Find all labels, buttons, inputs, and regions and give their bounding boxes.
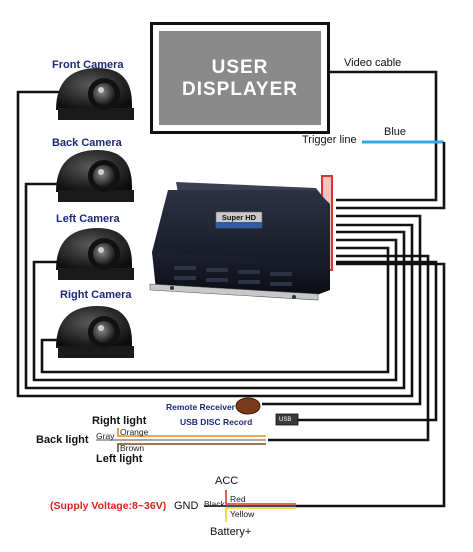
usb-disc-record-label: USB DISC Record	[180, 417, 253, 427]
video-cable	[330, 70, 438, 202]
dvr-unit: Super HD	[149, 182, 330, 301]
back-camera-label: Back Camera	[52, 137, 122, 149]
gray-wire-label: Gray	[96, 431, 115, 441]
display-title-line2: DISPLAYER	[182, 79, 298, 100]
remote-receiver-label: Remote Receiver	[166, 402, 235, 412]
left-camera-cable	[32, 238, 398, 382]
camera-cables	[16, 90, 414, 398]
usb-plug	[275, 413, 299, 426]
left-camera-label: Left Camera	[56, 213, 120, 225]
brown-wire-label: Brown	[120, 443, 145, 453]
back-light-label: Back light	[36, 434, 89, 446]
front-camera-cable	[16, 90, 414, 398]
gnd-label: GND	[174, 500, 199, 512]
back-camera	[56, 150, 134, 202]
display-screen: USER DISPLAYER	[159, 31, 321, 125]
supply-voltage-label: (Supply Voltage:8~36V)	[50, 500, 167, 512]
red-wire-label: Red	[230, 494, 246, 504]
right-camera-cable	[40, 246, 390, 374]
trigger-line-black	[336, 142, 446, 210]
usb-cable	[296, 260, 438, 422]
dvr-brand: Super HD	[222, 213, 257, 222]
battery-label: Battery+	[210, 526, 252, 538]
acc-label: ACC	[215, 475, 239, 487]
usb-tag: USB	[279, 417, 292, 423]
orange-wire-label: Orange	[120, 427, 149, 437]
left-light-label: Left light	[96, 453, 143, 465]
display-title-line1: USER	[211, 57, 269, 78]
yellow-wire-label: Yellow	[230, 509, 255, 519]
right-camera-label: Right Camera	[60, 289, 132, 301]
trigger-line-label: Trigger line	[302, 134, 357, 146]
light-wires	[96, 428, 266, 452]
front-camera-label: Front Camera	[52, 59, 124, 71]
remote-receiver	[235, 397, 261, 415]
front-camera	[56, 68, 134, 120]
video-cable-label: Video cable	[344, 57, 402, 69]
blue-wire-label: Blue	[384, 126, 407, 138]
back-camera-cable	[24, 182, 406, 390]
user-displayer: USER DISPLAYER	[150, 22, 330, 134]
right-light-label: Right light	[92, 415, 147, 427]
power-wires	[204, 490, 296, 522]
power-cable-bundle	[262, 214, 446, 508]
black-wire-label: Black	[204, 499, 225, 509]
right-camera	[56, 306, 134, 358]
left-camera	[56, 228, 134, 280]
